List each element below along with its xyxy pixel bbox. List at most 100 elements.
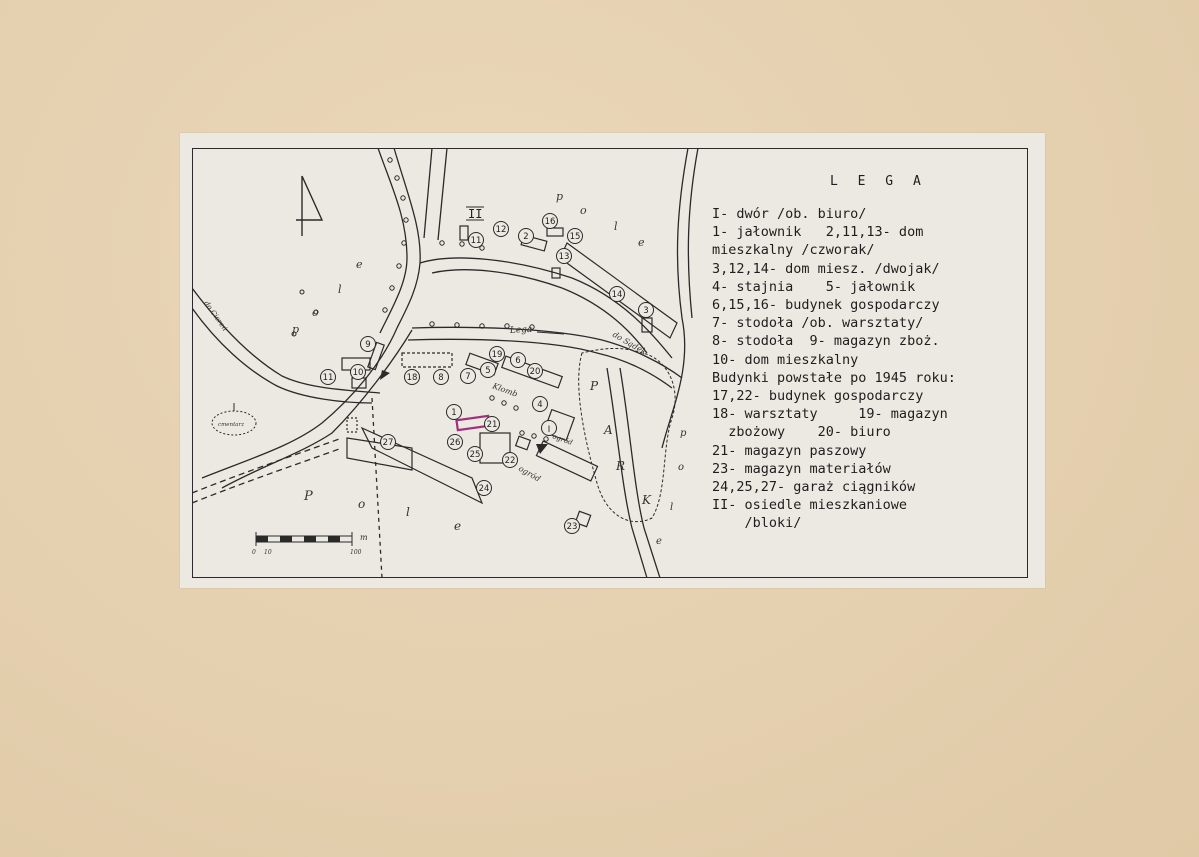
building-marker-circle — [433, 369, 449, 385]
building-marker-number: 15 — [570, 232, 581, 242]
road-label-sadek: do Sądek — [611, 330, 648, 357]
building-marker-number: 11 — [323, 373, 334, 383]
building-marker-number: 6 — [515, 356, 520, 366]
building-marker-circle — [532, 396, 548, 412]
legend-line: 10- dom mieszkalny — [712, 351, 859, 368]
entrance-arrow-icon-2 — [536, 444, 548, 454]
building-marker-circle — [556, 248, 572, 264]
garden-label-2: ogród — [517, 464, 542, 484]
building-marker-number: 4 — [537, 400, 542, 410]
scale-bar: 0 10 100 m — [252, 532, 368, 556]
legend-line: 23- magazyn materiałów — [712, 460, 891, 477]
building-marker-number: 26 — [450, 438, 461, 448]
building-marker-number: 12 — [496, 225, 507, 235]
legend-line: Budynki powstałe po 1945 roku: — [712, 369, 956, 386]
legend-line: 17,22- budynek gospodarczy — [712, 388, 924, 405]
tree-rows — [291, 157, 549, 442]
building-marker-circle — [320, 369, 336, 385]
legend-line: 1- jałownik 2,11,13- dom — [712, 224, 924, 241]
field-letter: l — [338, 283, 342, 296]
building-marker-circle — [484, 416, 500, 432]
building-marker-number: 25 — [470, 450, 481, 460]
field-letter: l — [614, 220, 618, 233]
building-marker-number: 8 — [438, 373, 443, 383]
field-letter: e — [656, 536, 662, 547]
map-frame — [192, 148, 1028, 578]
estate-map: Lega do Sądek do Ciereń cmentarz Klomb o… — [192, 148, 699, 578]
legend-line: 21- magazyn paszowy — [712, 442, 867, 459]
building-marker-circle — [502, 452, 518, 468]
legend-line: I- dwór /ob. biuro/ — [712, 206, 867, 222]
building-marker-circle — [468, 232, 484, 248]
building-marker-number: 18 — [407, 373, 418, 383]
scale-tick-100: 100 — [350, 549, 362, 556]
field-letter: o — [358, 497, 365, 511]
building-marker-number: 11 — [471, 236, 482, 246]
map-legend: I- dwór /ob. biuro/ 1- jałownik 2,11,13-… — [712, 205, 1032, 533]
building-marker-number: 5 — [485, 366, 490, 376]
building-marker-number: 16 — [545, 217, 556, 227]
building-marker-number: 23 — [567, 522, 578, 532]
building-marker-number: 22 — [505, 456, 516, 466]
legend-line: zbożowy 20- biuro — [712, 424, 891, 441]
field-letter: p — [680, 428, 687, 439]
legend-line: 6,15,16- budynek gospodarczy — [712, 297, 940, 314]
scale-tick-10: 10 — [264, 549, 272, 556]
map-title: L E G A — [830, 174, 927, 189]
field-letter: e — [454, 519, 461, 533]
building-marker-number: 13 — [559, 252, 570, 262]
field-letter: P — [303, 489, 313, 504]
entrance-arrow-icon — [380, 370, 390, 380]
road-label-west: do Ciereń — [202, 300, 229, 333]
legend-line: /bloki/ — [712, 515, 802, 532]
legend-line: 8- stodoła 9- magazyn zboż. — [712, 333, 940, 350]
park-letter: A — [603, 423, 613, 437]
manor-marker-circle — [541, 420, 557, 436]
building-marker-number: 3 — [643, 306, 648, 316]
field-letter: e — [356, 258, 363, 271]
scale-tick-0: 0 — [252, 549, 256, 556]
park-letter: P — [589, 379, 599, 393]
building-marker-circle — [480, 362, 496, 378]
legend-line: 4- stajnia 5- jałownik — [712, 278, 916, 295]
field-letter: p — [292, 323, 299, 336]
field-letter: o — [312, 306, 319, 319]
field-letter: e — [638, 236, 645, 249]
building-marker-circle — [493, 221, 509, 237]
legend-line: II- osiedle mieszkaniowe — [712, 497, 908, 514]
building-marker-circle — [609, 286, 625, 302]
north-arrow-icon — [296, 175, 324, 236]
building-marker-number: 21 — [487, 420, 498, 430]
road-label-lega: Lega — [509, 325, 533, 336]
building-marker-circle — [638, 302, 654, 318]
field-letter: l — [406, 505, 410, 519]
building-marker-circle — [527, 363, 543, 379]
building-marker-circle — [510, 352, 526, 368]
building-marker-circle — [542, 213, 558, 229]
building-marker-number: 10 — [353, 368, 364, 378]
legend-line: 3,12,14- dom miesz. /dwojak/ — [712, 260, 940, 277]
building-marker-number: 9 — [365, 340, 370, 350]
field-letter: l — [670, 502, 673, 513]
building-marker-number: 19 — [492, 350, 503, 360]
field-letter: p — [556, 190, 563, 203]
map-sheet — [180, 133, 1045, 588]
legend-line: 18- warsztaty 19- magazyn — [712, 406, 948, 423]
scale-unit: m — [360, 533, 368, 542]
garden-label: ogród — [551, 432, 574, 447]
field-letter: o — [580, 204, 587, 217]
field-letter: o — [678, 462, 684, 473]
building-marker-circle — [380, 434, 396, 450]
building-marker-circle — [447, 434, 463, 450]
park-letter: K — [641, 493, 652, 507]
building-marker-number: 2 — [523, 232, 528, 242]
cemetery-label: cmentarz — [218, 422, 244, 428]
bed-label: Klomb — [490, 381, 519, 399]
building-marker-number: 1 — [451, 408, 456, 418]
building-marker-circle — [518, 228, 534, 244]
building-marker-number: 14 — [612, 290, 623, 300]
building-marker-circle — [476, 480, 492, 496]
legend-line: mieszkalny /czworak/ — [712, 242, 875, 259]
building-marker-circle — [564, 518, 580, 534]
building-marker-circle — [350, 364, 366, 380]
